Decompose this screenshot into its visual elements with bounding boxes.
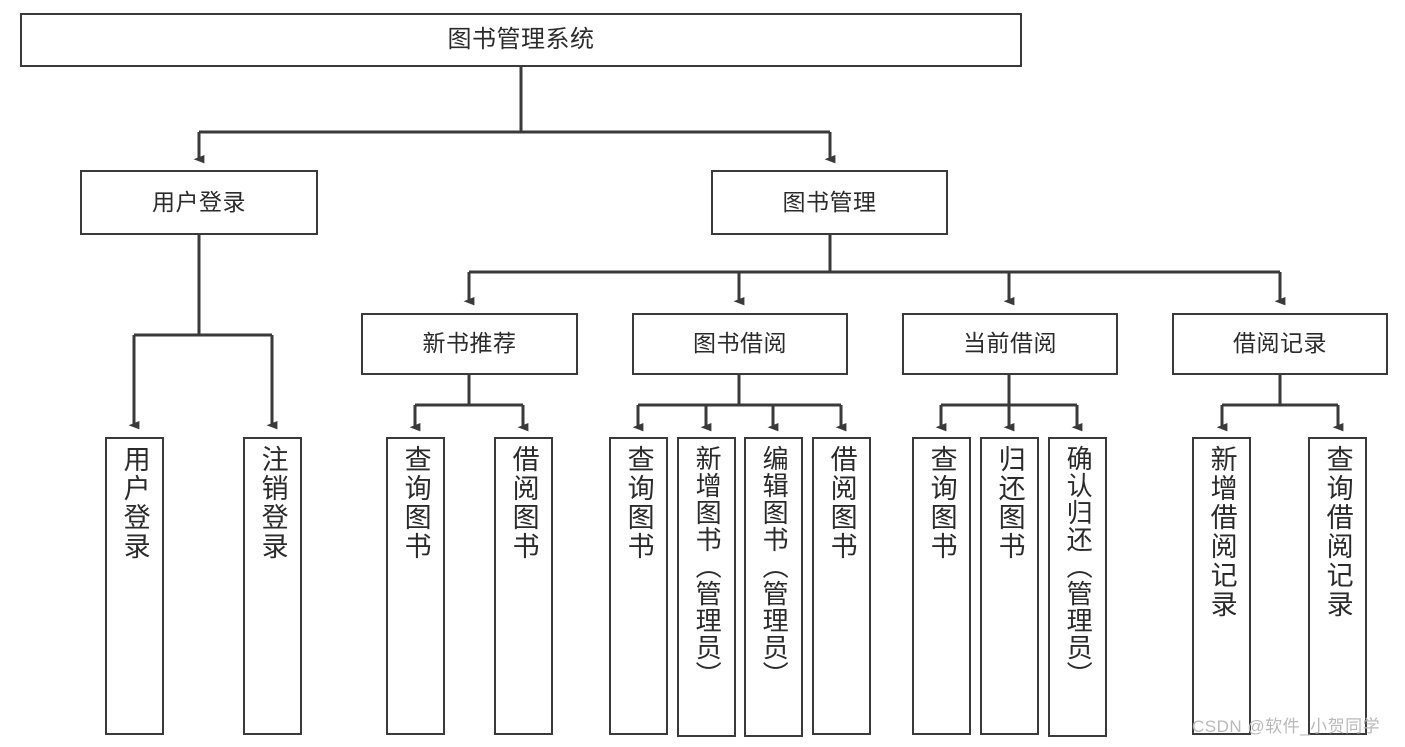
node-user-login[interactable]: 用户登录: [80, 170, 318, 235]
leaf-current-query-book[interactable]: 查询图书: [912, 437, 971, 735]
leaf-current-confirm-return-admin[interactable]: 确认归还（管理员）: [1048, 437, 1107, 737]
node-label: 新增借阅记录: [1206, 445, 1237, 619]
node-label: 查询图书: [926, 445, 957, 561]
leaf-borrow-query-book[interactable]: 查询图书: [609, 437, 668, 735]
node-label: 图书管理系统: [447, 25, 595, 53]
node-label: 查询图书: [400, 445, 431, 561]
node-new-book-recommend[interactable]: 新书推荐: [361, 313, 578, 375]
node-label: 借阅记录: [1233, 330, 1327, 357]
node-label: 当前借阅: [963, 330, 1057, 357]
leaf-recommend-query-book[interactable]: 查询图书: [386, 437, 445, 735]
node-label: 图书借阅: [693, 330, 787, 357]
node-label: 新增图书（管理员）: [692, 445, 723, 688]
node-current-borrow[interactable]: 当前借阅: [902, 313, 1118, 375]
node-label: 借阅图书: [508, 445, 539, 561]
node-label: 归还图书: [994, 445, 1025, 561]
leaf-record-query-borrow-record[interactable]: 查询借阅记录: [1308, 437, 1367, 735]
node-label: 注销登录: [257, 445, 288, 561]
node-label: 确认归还（管理员）: [1063, 445, 1094, 688]
node-label: 新书推荐: [422, 330, 517, 357]
leaf-borrow-add-book-admin[interactable]: 新增图书（管理员）: [677, 437, 736, 737]
node-label: 编辑图书（管理员）: [759, 445, 790, 688]
node-label: 图书管理: [782, 188, 877, 215]
node-book-management[interactable]: 图书管理: [711, 170, 948, 235]
leaf-current-return-book[interactable]: 归还图书: [980, 437, 1039, 735]
csdn-watermark: CSDN @软件_小贺同学: [1192, 717, 1381, 736]
node-label: 借阅图书: [826, 445, 857, 561]
node-label: 用户登录: [152, 188, 246, 215]
leaf-borrow-edit-book-admin[interactable]: 编辑图书（管理员）: [744, 437, 803, 737]
leaf-borrow-do-borrow[interactable]: 借阅图书: [812, 437, 871, 735]
leaf-user-logout[interactable]: 注销登录: [243, 437, 302, 735]
node-label: 查询借阅记录: [1322, 445, 1353, 619]
node-book-borrow[interactable]: 图书借阅: [632, 313, 848, 375]
node-label: 查询图书: [623, 445, 654, 561]
leaf-user-login[interactable]: 用户登录: [105, 437, 164, 735]
node-root-system[interactable]: 图书管理系统: [20, 13, 1022, 67]
node-borrow-record[interactable]: 借阅记录: [1172, 313, 1388, 375]
leaf-recommend-borrow-book[interactable]: 借阅图书: [494, 437, 553, 735]
leaf-record-add-borrow-record[interactable]: 新增借阅记录: [1192, 437, 1251, 735]
node-label: 用户登录: [119, 445, 150, 561]
